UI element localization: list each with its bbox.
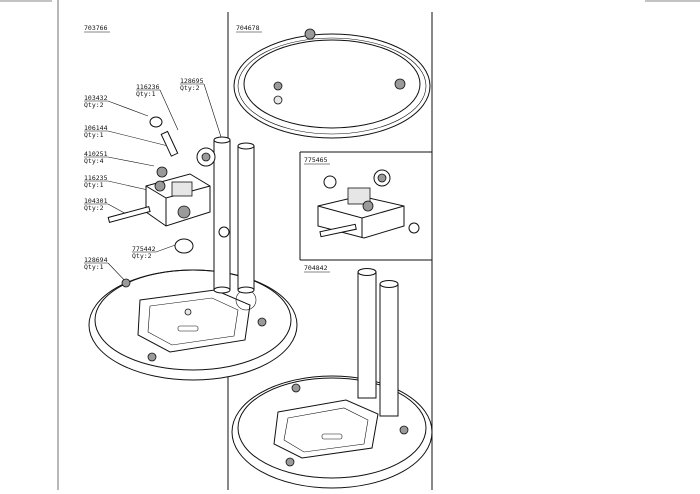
svg-text:Qty:1: Qty:1 xyxy=(136,90,156,98)
callout-103432: 103432 Qty:2 xyxy=(84,94,149,117)
svg-text:106144: 106144 xyxy=(84,124,108,132)
main-base-plate xyxy=(88,269,298,381)
svg-text:128695: 128695 xyxy=(180,77,204,85)
svg-text:Qty:2: Qty:2 xyxy=(84,204,104,212)
svg-text:116236: 116236 xyxy=(136,83,160,91)
svg-text:Qty:2: Qty:2 xyxy=(84,101,104,109)
label-top-right-part: 704678 xyxy=(236,24,262,33)
svg-text:704678: 704678 xyxy=(236,24,260,32)
svg-text:775465: 775465 xyxy=(304,156,328,164)
svg-text:116235: 116235 xyxy=(84,174,108,182)
top-right-ring-plate xyxy=(233,28,431,139)
svg-text:104301: 104301 xyxy=(84,197,108,205)
bottom-right-guide-rods xyxy=(357,268,399,417)
svg-text:775442: 775442 xyxy=(132,245,156,253)
main-block-bracket xyxy=(145,173,211,227)
label-middle-right-part: 775465 xyxy=(304,156,330,165)
callout-106144: 106144 Qty:1 xyxy=(84,124,169,147)
callout-116235: 116235 Qty:1 xyxy=(84,174,149,191)
callout-116236: 116236 Qty:1 xyxy=(136,83,179,131)
callout-775442: 775442 Qty:2 xyxy=(132,243,179,260)
svg-text:128694: 128694 xyxy=(84,256,108,264)
sub-assembly-bracket xyxy=(317,169,420,239)
label-main-assembly: 703766 xyxy=(84,24,110,33)
svg-text:703766: 703766 xyxy=(84,24,108,32)
svg-text:Qty:1: Qty:1 xyxy=(84,263,104,271)
main-guide-rods xyxy=(213,136,255,294)
svg-text:Qty:1: Qty:1 xyxy=(84,131,104,139)
callout-410251: 410251 Qty:4 xyxy=(84,150,155,167)
svg-text:Qty:2: Qty:2 xyxy=(132,252,152,260)
callout-104301: 104301 Qty:2 xyxy=(84,197,129,216)
callout-128695: 128695 Qty:2 xyxy=(180,77,223,141)
svg-text:Qty:4: Qty:4 xyxy=(84,157,104,165)
label-bottom-right-part: 704842 xyxy=(304,264,330,273)
main-small-parts xyxy=(107,116,230,254)
svg-text:Qty:2: Qty:2 xyxy=(180,84,200,92)
bottom-right-base-plate xyxy=(231,375,433,489)
svg-text:410251: 410251 xyxy=(84,150,108,158)
svg-text:704842: 704842 xyxy=(304,264,328,272)
svg-text:Qty:1: Qty:1 xyxy=(84,181,104,189)
svg-text:103432: 103432 xyxy=(84,94,108,102)
